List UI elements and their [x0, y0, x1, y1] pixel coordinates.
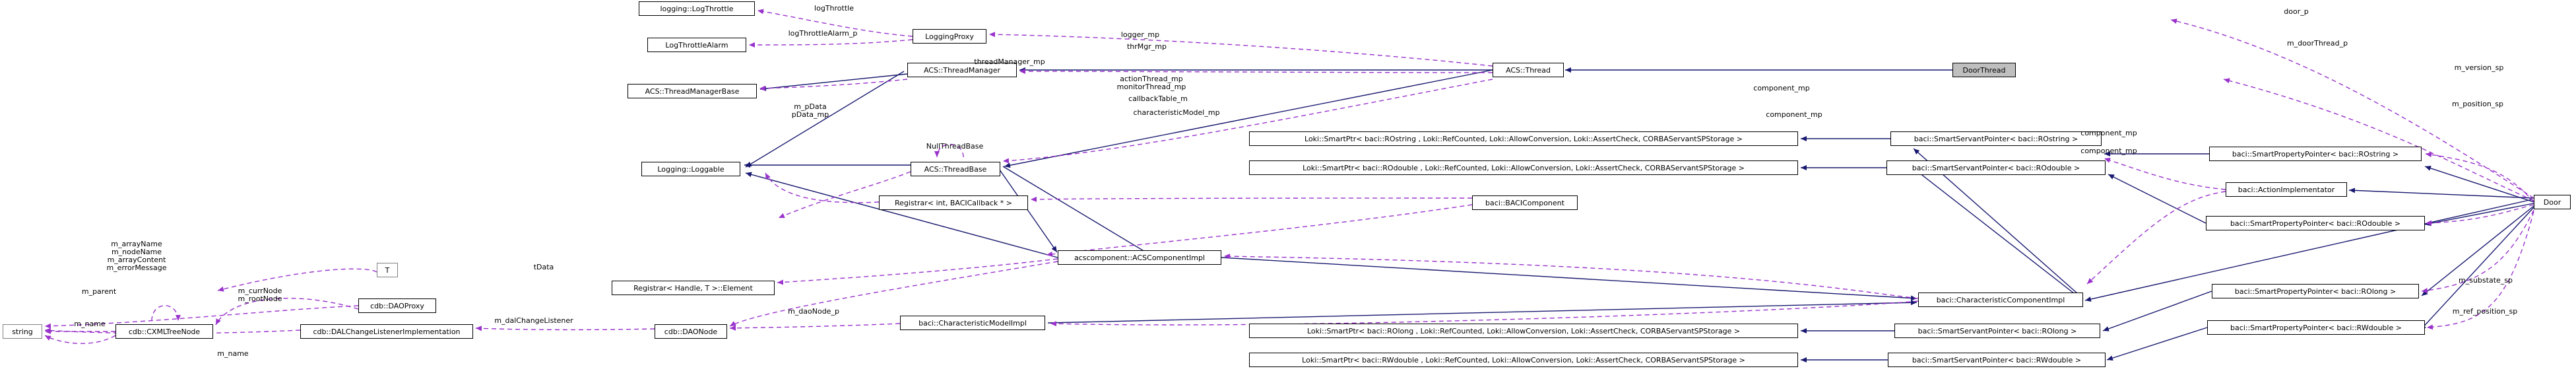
class-node-spp_rolong[interactable]: baci::SmartPropertyPointer< baci::ROlong…	[2212, 284, 2419, 298]
class-node-door[interactable]: Door	[2534, 195, 2571, 209]
class-node-spp_rodouble[interactable]: baci::SmartPropertyPointer< baci::ROdoub…	[2206, 216, 2425, 230]
edge-label-daonode_p: m_daoNode_p	[788, 307, 839, 316]
class-node-logthrottle[interactable]: logging::LogThrottle	[639, 1, 755, 16]
class-node-threadmanagerbase[interactable]: ACS::ThreadManagerBase	[628, 84, 757, 98]
edge-label-charmodel: characteristicModel_mp	[1133, 108, 1220, 117]
class-node-ssp_rolong[interactable]: baci::SmartServantPointer< baci::ROlong …	[1894, 324, 2100, 338]
class-node-ssp_rostring[interactable]: baci::SmartServantPointer< baci::ROstrin…	[1890, 131, 2102, 146]
edge-label-logthrottle: logThrottle	[814, 4, 854, 13]
class-node-loki_rolong[interactable]: Loki::SmartPtr< baci::ROlong , Loki::Ref…	[1249, 324, 1798, 338]
edge-label-position_sp: m_position_sp	[2452, 100, 2503, 108]
class-node-charcomponentimpl[interactable]: baci::CharacteristicComponentImpl	[1918, 293, 2083, 307]
class-node-t[interactable]: T	[377, 263, 398, 277]
class-node-spp_rwdouble[interactable]: baci::SmartPropertyPointer< baci::RWdoub…	[2207, 320, 2425, 335]
class-node-charmodelimpl[interactable]: baci::CharacteristicModelImpl	[900, 316, 1045, 330]
edge-label-arraynames: m_arrayName m_nodeName m_arrayContent m_…	[106, 240, 167, 272]
edge-label-component_mp1: component_mp	[1753, 84, 1810, 92]
class-node-threadbase[interactable]: ACS::ThreadBase	[911, 162, 1000, 176]
edge-label-currnode: m_currNode m_rootNode	[238, 287, 282, 303]
edge-label-tdata: tData	[533, 263, 554, 271]
class-node-registrar_handle[interactable]: Registrar< Handle, T >::Element	[612, 281, 775, 295]
class-node-spp_rostring[interactable]: baci::SmartPropertyPointer< baci::ROstri…	[2209, 147, 2422, 161]
edge-label-door_p: door_p	[2284, 7, 2309, 16]
edge-label-thrmgr: thrMgr_mp	[1126, 42, 1167, 51]
class-node-loggingproxy[interactable]: LoggingProxy	[913, 29, 986, 44]
edge-label-ref_position_sp: m_ref_position_sp	[2452, 307, 2518, 316]
class-node-daonode[interactable]: cdb::DAONode	[655, 324, 727, 339]
edge-label-threadmanager_mp: threadManager_mp	[974, 57, 1045, 66]
class-node-ssp_rodouble[interactable]: baci::SmartServantPointer< baci::ROdoubl…	[1886, 160, 2106, 175]
class-node-loggable[interactable]: Logging::Loggable	[641, 162, 740, 176]
edge-label-version_sp: m_version_sp	[2454, 63, 2504, 72]
edge-label-actionthread: actionThread_mp monitorThread_mp	[1116, 75, 1186, 91]
class-node-bacicomponent[interactable]: baci::BACIComponent	[1472, 195, 1578, 210]
class-node-ssp_rwdouble[interactable]: baci::SmartServantPointer< baci::RWdoubl…	[1888, 353, 2106, 367]
edge-label-component_mp3: component_mp	[2080, 129, 2137, 137]
edge-label-callbacktable: callbackTable_m	[1128, 94, 1188, 103]
class-node-dalchangelistener[interactable]: cdb::DALChangeListenerImplementation	[300, 324, 473, 339]
class-node-loki_rodouble[interactable]: Loki::SmartPtr< baci::ROdouble , Loki::R…	[1249, 160, 1798, 175]
class-node-logthrottlealarm[interactable]: LogThrottleAlarm	[647, 38, 746, 52]
class-node-loki_rostring[interactable]: Loki::SmartPtr< baci::ROstring , Loki::R…	[1249, 131, 1798, 146]
class-node-loki_rwdouble[interactable]: Loki::SmartPtr< baci::RWdouble , Loki::R…	[1249, 353, 1798, 367]
class-node-thread[interactable]: ACS::Thread	[1493, 63, 1564, 77]
class-node-cxmltreenode[interactable]: cdb::CXMLTreeNode	[115, 324, 213, 339]
edge-label-dalchangelistener: m_dalChangeListener	[494, 316, 573, 325]
edge-label-component_mp4: component_mp	[2080, 147, 2137, 155]
edge-label-pdata: m_pData pData_mp	[791, 102, 829, 119]
edge-label-parent: m_parent	[81, 287, 117, 296]
class-node-doorthread[interactable]: DoorThread	[1952, 63, 2016, 77]
class-node-acscomponentimpl[interactable]: acscomponent::ACSComponentImpl	[1058, 250, 1221, 265]
edge-label-nullthreadbase: NullThreadBase	[926, 142, 984, 151]
edge-label-name_2: m_name	[217, 349, 249, 358]
class-node-daoproxy[interactable]: cdb::DAOProxy	[358, 298, 436, 313]
edge-label-logger: logger_mp	[1120, 30, 1160, 39]
edge-label-substate_sp: m_substate_sp	[2459, 276, 2513, 285]
edge-label-logthrottlealarm: logThrottleAlarm_p	[788, 29, 858, 38]
class-node-actionimplementator[interactable]: baci::ActionImplementator	[2226, 182, 2347, 197]
class-node-registrar_int[interactable]: Registrar< int, BACICallback * >	[879, 195, 1028, 210]
edge-label-doorthread_p: m_doorThread_p	[2286, 39, 2348, 48]
edge-label-name_1: m_name	[74, 320, 106, 328]
edge-label-component_mp2: component_mp	[1766, 110, 1822, 119]
class-node-threadmanager[interactable]: ACS::ThreadManager	[907, 63, 1017, 77]
class-node-string[interactable]: string	[3, 324, 42, 339]
